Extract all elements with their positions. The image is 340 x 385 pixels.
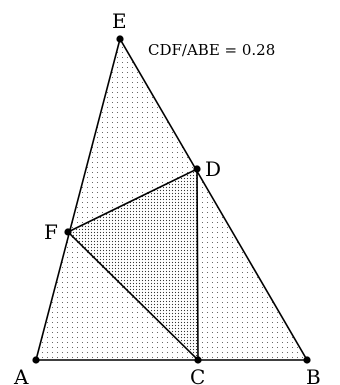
triangle-abe	[34, 36, 309, 361]
point-a	[32, 356, 40, 364]
label-e: E	[112, 9, 127, 33]
area-ratio-label: CDF/ABE = 0.28	[148, 41, 275, 59]
label-d: D	[205, 157, 221, 181]
label-c: C	[190, 365, 205, 385]
label-b: B	[306, 365, 321, 385]
point-e	[116, 35, 124, 43]
point-b	[303, 356, 311, 364]
point-f	[64, 228, 72, 236]
triangle-cdf	[66, 167, 199, 362]
label-f: F	[44, 220, 58, 244]
label-a: A	[13, 365, 29, 385]
point-d	[193, 165, 201, 173]
point-c	[194, 356, 202, 364]
